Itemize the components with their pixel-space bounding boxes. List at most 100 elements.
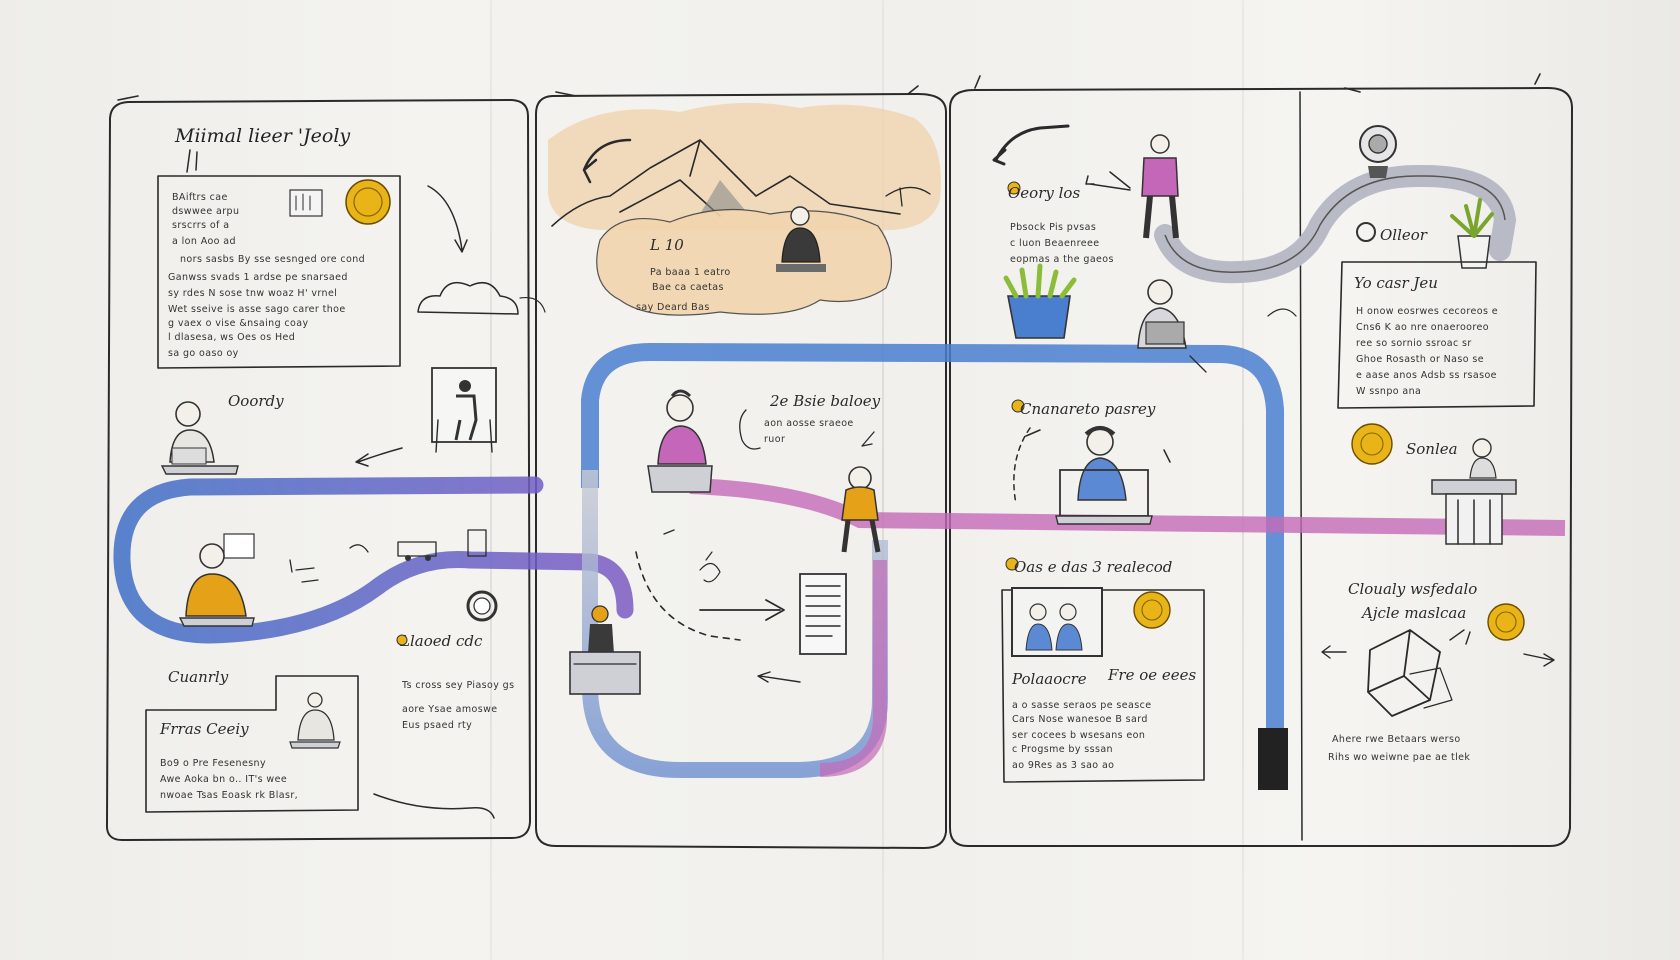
handwritten-text: Pa baaa 1 eatro — [650, 267, 731, 278]
panel-4: Olleor Yo casr Jeu H onow eosrwes cecore… — [1267, 125, 1555, 763]
handwritten-text: eopmas a the gaeos — [1010, 254, 1114, 265]
person-laptop-arch-icon — [1137, 279, 1207, 373]
box-package-icon — [1367, 629, 1453, 717]
handwritten-text: ruor — [764, 434, 785, 445]
paper-fold — [882, 0, 884, 960]
cloud-icon — [417, 281, 519, 315]
magenta-descent — [819, 560, 887, 777]
person-at-laptop-icon — [160, 401, 239, 475]
community-title: Cuanrly — [168, 668, 229, 686]
handwritten-text: nors sasbs By sse sesnged ore cond — [180, 254, 365, 265]
journey-title: Miimal lieer 'Jeoly — [174, 125, 350, 147]
person-standing-icon — [1141, 134, 1179, 239]
handwritten-text: sa go oaso oy — [168, 348, 239, 359]
handwritten-text: l dlasesa, ws Oes os Hed — [168, 332, 295, 343]
paper-fold — [1242, 0, 1244, 960]
arrow-left — [355, 447, 403, 467]
dashed-path — [635, 551, 741, 641]
plant-pot-icon — [1003, 263, 1077, 339]
blue-arch-route — [581, 342, 1284, 730]
handwritten-text: c Progsme by sssan — [1012, 744, 1113, 755]
handwritten-text: Cars Nose wanesoe B sard — [1012, 714, 1148, 725]
handwritten-text: Ganwss svads 1 ardse pe snarsaed — [168, 272, 348, 283]
potted-plant-icon — [1450, 198, 1494, 269]
handwritten-text: srscrrs of a — [172, 220, 229, 231]
handwritten-text: aon aosse sraeoe — [764, 418, 854, 429]
handwritten-text: BAiftrs cae — [172, 192, 228, 203]
bottom-title-4: Cloualy wsfedalo — [1348, 580, 1477, 598]
handwritten-text: aore Ysae amoswe — [402, 704, 498, 715]
handwritten-text: Ahere rwe Betaars werso — [1332, 734, 1461, 745]
cloud-note — [596, 208, 892, 316]
handwritten-text: c luon Beaenreee — [1010, 238, 1099, 249]
small-vehicles-icon — [289, 529, 487, 583]
grey-road — [1154, 164, 1517, 284]
panel-2: L 10 Pa baaa 1 eatro Bae ca caetas say D… — [548, 102, 941, 695]
handwritten-text: Bae ca caetas — [652, 282, 724, 293]
handwritten-text: dswwee arpu — [172, 206, 239, 217]
target-ring-icon — [466, 590, 498, 622]
handwritten-text: nwoae Tsas Eoask rk Blasr, — [160, 790, 298, 801]
handwritten-text: L 10 — [649, 236, 684, 254]
handwritten-text: Ajcle maslcaa — [1360, 604, 1466, 622]
handwritten-text: ser cocees b wsesans eon — [1012, 730, 1145, 741]
journey-paths — [113, 164, 1566, 790]
box-label-3: Oas e das 3 realecod — [1014, 558, 1172, 576]
handwritten-text: a lon Aoo ad — [172, 236, 236, 247]
handwritten-text: g vaex o vise &nsaing coay — [168, 318, 309, 329]
handwritten-text: say Deard Bas — [636, 302, 710, 313]
person-magenta-shirt-icon — [647, 389, 713, 493]
squiggle-line — [373, 793, 495, 819]
panel-3: Oeory los Pbsock Pis pvsas c luon Beaenr… — [992, 124, 1207, 783]
stage-label-ooordy: Ooordy — [228, 392, 284, 410]
presenter-frame-icon — [431, 367, 497, 453]
curved-arrow — [427, 185, 468, 253]
webcam-icon — [1359, 125, 1397, 178]
person-sitting-icon — [289, 692, 341, 749]
path-end-post — [1258, 728, 1288, 790]
handwritten-text: ao 9Res as 3 sao ao — [1012, 760, 1114, 771]
notes-box-4 — [1337, 261, 1537, 409]
notes-box — [157, 175, 401, 369]
handwritten-text: H onow eosrwes cecoreos e — [1356, 306, 1498, 317]
handwritten-text: Yo casr Jeu — [1354, 274, 1438, 292]
pickaxe-icon — [992, 124, 1070, 166]
speaker-podium-icon — [1431, 438, 1517, 545]
handwritten-text: sy rdes N sose tnw woaz H' vrnel — [168, 288, 337, 299]
panel-frames — [105, 73, 1573, 849]
handwritten-text: a o sasse seraos pe seasce — [1012, 700, 1151, 711]
person-at-monitor-icon — [1055, 426, 1153, 525]
handwritten-text: Awe Aoka bn o.. IT's wee — [160, 774, 287, 785]
handwritten-text: Wet sseive is asse sago carer thoe — [168, 304, 346, 315]
handwritten-text: Cns6 K ao nre onaerooreo — [1356, 322, 1489, 333]
person-meditating-icon — [776, 206, 826, 272]
handwritten-text: ree so sornio ssroac sr — [1356, 338, 1472, 349]
handwritten-text: Bo9 o Pre Fesenesny — [160, 758, 266, 769]
handwritten-text: Frras Ceeiy — [159, 720, 249, 738]
bird-icon — [582, 138, 632, 184]
person-walking-icon — [841, 466, 881, 553]
person-orange-shirt-icon — [178, 533, 255, 627]
handwritten-text: Ghoe Rosasth or Naso se — [1356, 354, 1484, 365]
top-label-4: Olleor — [1380, 226, 1428, 244]
handwritten-text: W ssnpo ana — [1356, 386, 1421, 397]
team-photo-icon — [1011, 587, 1103, 657]
road-outline — [1164, 175, 1506, 273]
top-label-3: Oeory los — [1008, 184, 1080, 202]
handwritten-text: Ts cross sey Piasoy gs — [401, 680, 514, 691]
document-icon — [799, 573, 847, 655]
coin-label: Sonlea — [1406, 440, 1458, 458]
gold-coin-icon — [1351, 423, 1393, 465]
side-label: Llaoed cdc — [399, 632, 483, 650]
community-box — [145, 675, 359, 813]
handwritten-text: Eus psaed rty — [402, 720, 472, 731]
notepad-icon — [289, 189, 323, 217]
notes-lines: BAiftrs cae dswwee arpu srscrrs of a a l… — [168, 192, 365, 359]
handwritten-text: Pbsock Pis pvsas — [1010, 222, 1096, 233]
kiosk-icon — [569, 605, 641, 695]
handwritten-text: Fre oe eees — [1107, 666, 1197, 684]
handwritten-text: Polaaocre — [1011, 670, 1087, 688]
handwritten-text: e aase anos Adsb ss rsasoe — [1356, 370, 1497, 381]
mid-label-3: Cnanareto pasrey — [1020, 400, 1156, 418]
